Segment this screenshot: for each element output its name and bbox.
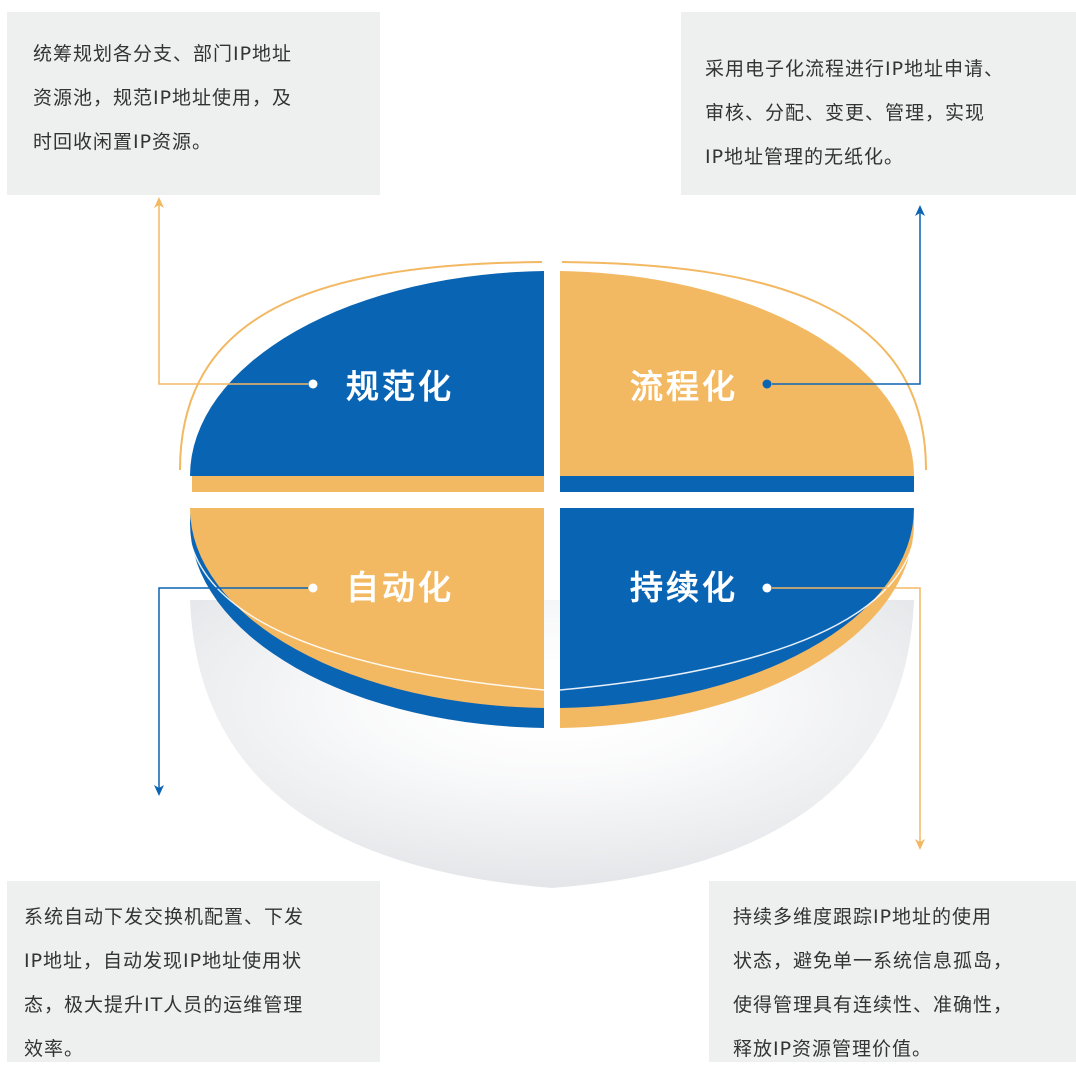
arrow-down-icon [154,785,164,796]
label-continuity: 持续化 [630,568,738,607]
description-line: 采用电子化流程进行IP地址申请、 [705,58,1005,80]
description-line: 状态，避免单一系统信息孤岛， [733,950,1014,972]
label-process: 流程化 [630,367,738,406]
connector-top-left [154,197,318,389]
label-standardization: 规范化 [346,367,454,406]
quadrant-bottom-right [559,508,915,728]
description-line: 资源池，规范IP地址使用，及 [33,87,293,109]
description-line: 态，极大提升IT人员的运维管理 [24,994,304,1016]
connector-top-right [762,205,925,389]
arrow-up-icon [915,205,925,216]
description-box-continuity: 持续多维度跟踪IP地址的使用 状态，避免单一系统信息孤岛， 使得管理具有连续性、… [709,881,1076,1062]
description-line: 使得管理具有连续性、准确性， [733,994,1014,1016]
arrow-down-icon [915,839,925,850]
description-line: 持续多维度跟踪IP地址的使用 [733,906,993,928]
description-line: 时回收闲置IP资源。 [33,131,213,153]
description-line: 系统自动下发交换机配置、下发 [24,906,305,928]
description-line: 统筹规划各分支、部门IP地址 [33,43,293,65]
connector-bottom-right [762,583,925,850]
connector-bottom-left [154,583,318,796]
description-line: 审核、分配、变更、管理，实现 [705,102,986,124]
description-box-standardization: 统筹规划各分支、部门IP地址 资源池，规范IP地址使用，及 时回收闲置IP资源。 [7,12,380,195]
quadrant-top-right [560,271,914,492]
description-line: 效率。 [24,1038,85,1060]
description-box-automation: 系统自动下发交换机配置、下发 IP地址，自动发现IP地址使用状 态，极大提升IT… [7,881,380,1062]
quadrant-top-left [190,271,544,492]
quadrant-bottom-left [189,508,545,728]
top-outline-ring [179,261,927,471]
label-automation: 自动化 [346,568,454,607]
description-box-process: 采用电子化流程进行IP地址申请、 审核、分配、变更、管理，实现 IP地址管理的无… [681,12,1076,195]
arrow-up-icon [154,197,164,208]
description-line: IP地址，自动发现IP地址使用状 [24,950,303,972]
description-line: IP地址管理的无纸化。 [705,146,905,168]
description-line: 释放IP资源管理价值。 [733,1038,933,1060]
